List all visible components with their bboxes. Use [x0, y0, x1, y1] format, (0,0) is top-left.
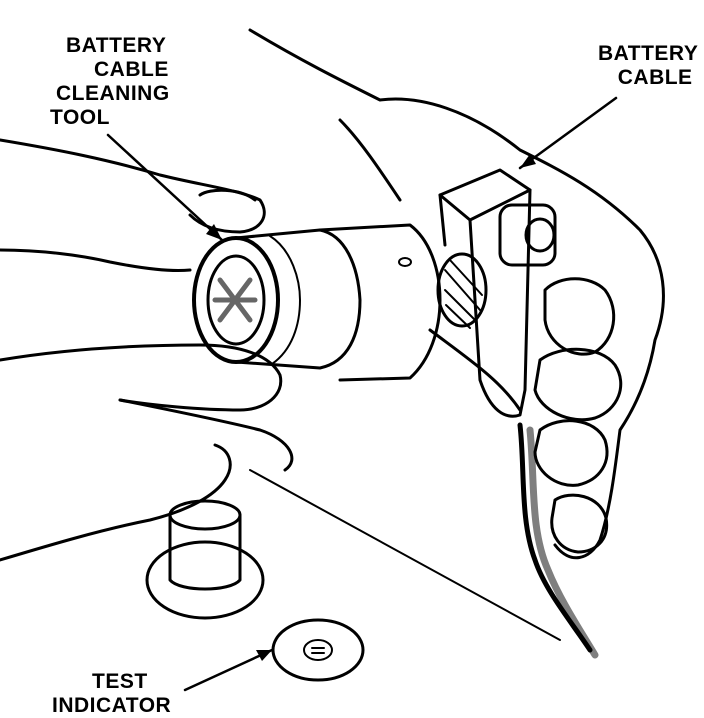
cleaning-tool-label: BATTERY CABLE CLEANING TOOL	[50, 34, 170, 130]
test-indicator	[271, 618, 365, 682]
cleaning-tool-label-line: CABLE	[94, 58, 169, 81]
left-hand	[0, 138, 294, 562]
right-hand	[248, 28, 665, 560]
battery-post	[145, 499, 265, 620]
battery-cable-label: BATTERY CABLE	[598, 42, 698, 90]
cleaning-tool-label-line: TOOL	[50, 106, 110, 129]
test-indicator-label-line: INDICATOR	[52, 694, 172, 717]
test-indicator-label-line: TEST	[92, 670, 148, 693]
cleaning-tool	[192, 223, 442, 382]
cleaning-tool-label-line: BATTERY	[66, 34, 167, 57]
battery-cable-label-line: CABLE	[617, 66, 693, 89]
battery-cable-label-line: BATTERY	[598, 42, 699, 65]
leader-lines	[106, 96, 618, 692]
battery-top	[249, 469, 561, 641]
test-indicator-label: TEST INDICATOR	[52, 670, 171, 718]
cable-clamp	[438, 168, 599, 659]
cleaning-tool-label-line: CLEANING	[56, 82, 170, 105]
test-indicator-arrowhead	[256, 650, 272, 661]
cleaning-tool-arrowhead	[206, 224, 222, 240]
battery-cable-arrowhead	[520, 154, 536, 168]
wire-brush	[436, 252, 488, 329]
